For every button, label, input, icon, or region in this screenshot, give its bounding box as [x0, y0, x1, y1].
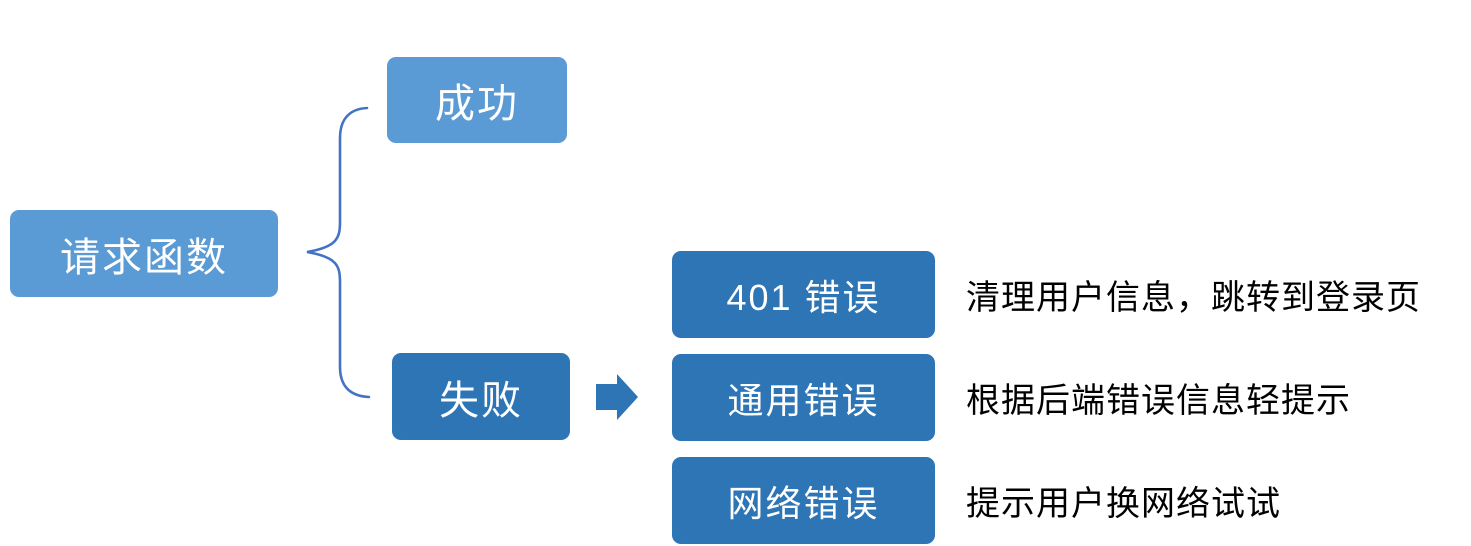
node-error-network: 网络错误: [672, 457, 935, 544]
node-error-401: 401 错误: [672, 251, 935, 338]
desc-error-network: 提示用户换网络试试: [966, 485, 1281, 523]
node-failure: 失败: [392, 353, 570, 440]
desc-error-401: 清理用户信息，跳转到登录页: [966, 279, 1421, 317]
right-block-arrow-icon: [596, 374, 638, 420]
node-request-function: 请求函数: [10, 210, 278, 297]
node-success: 成功: [387, 57, 567, 143]
desc-error-generic: 根据后端错误信息轻提示: [966, 382, 1351, 420]
left-curly-brace-icon: [306, 106, 371, 399]
node-error-generic: 通用错误: [672, 354, 935, 441]
